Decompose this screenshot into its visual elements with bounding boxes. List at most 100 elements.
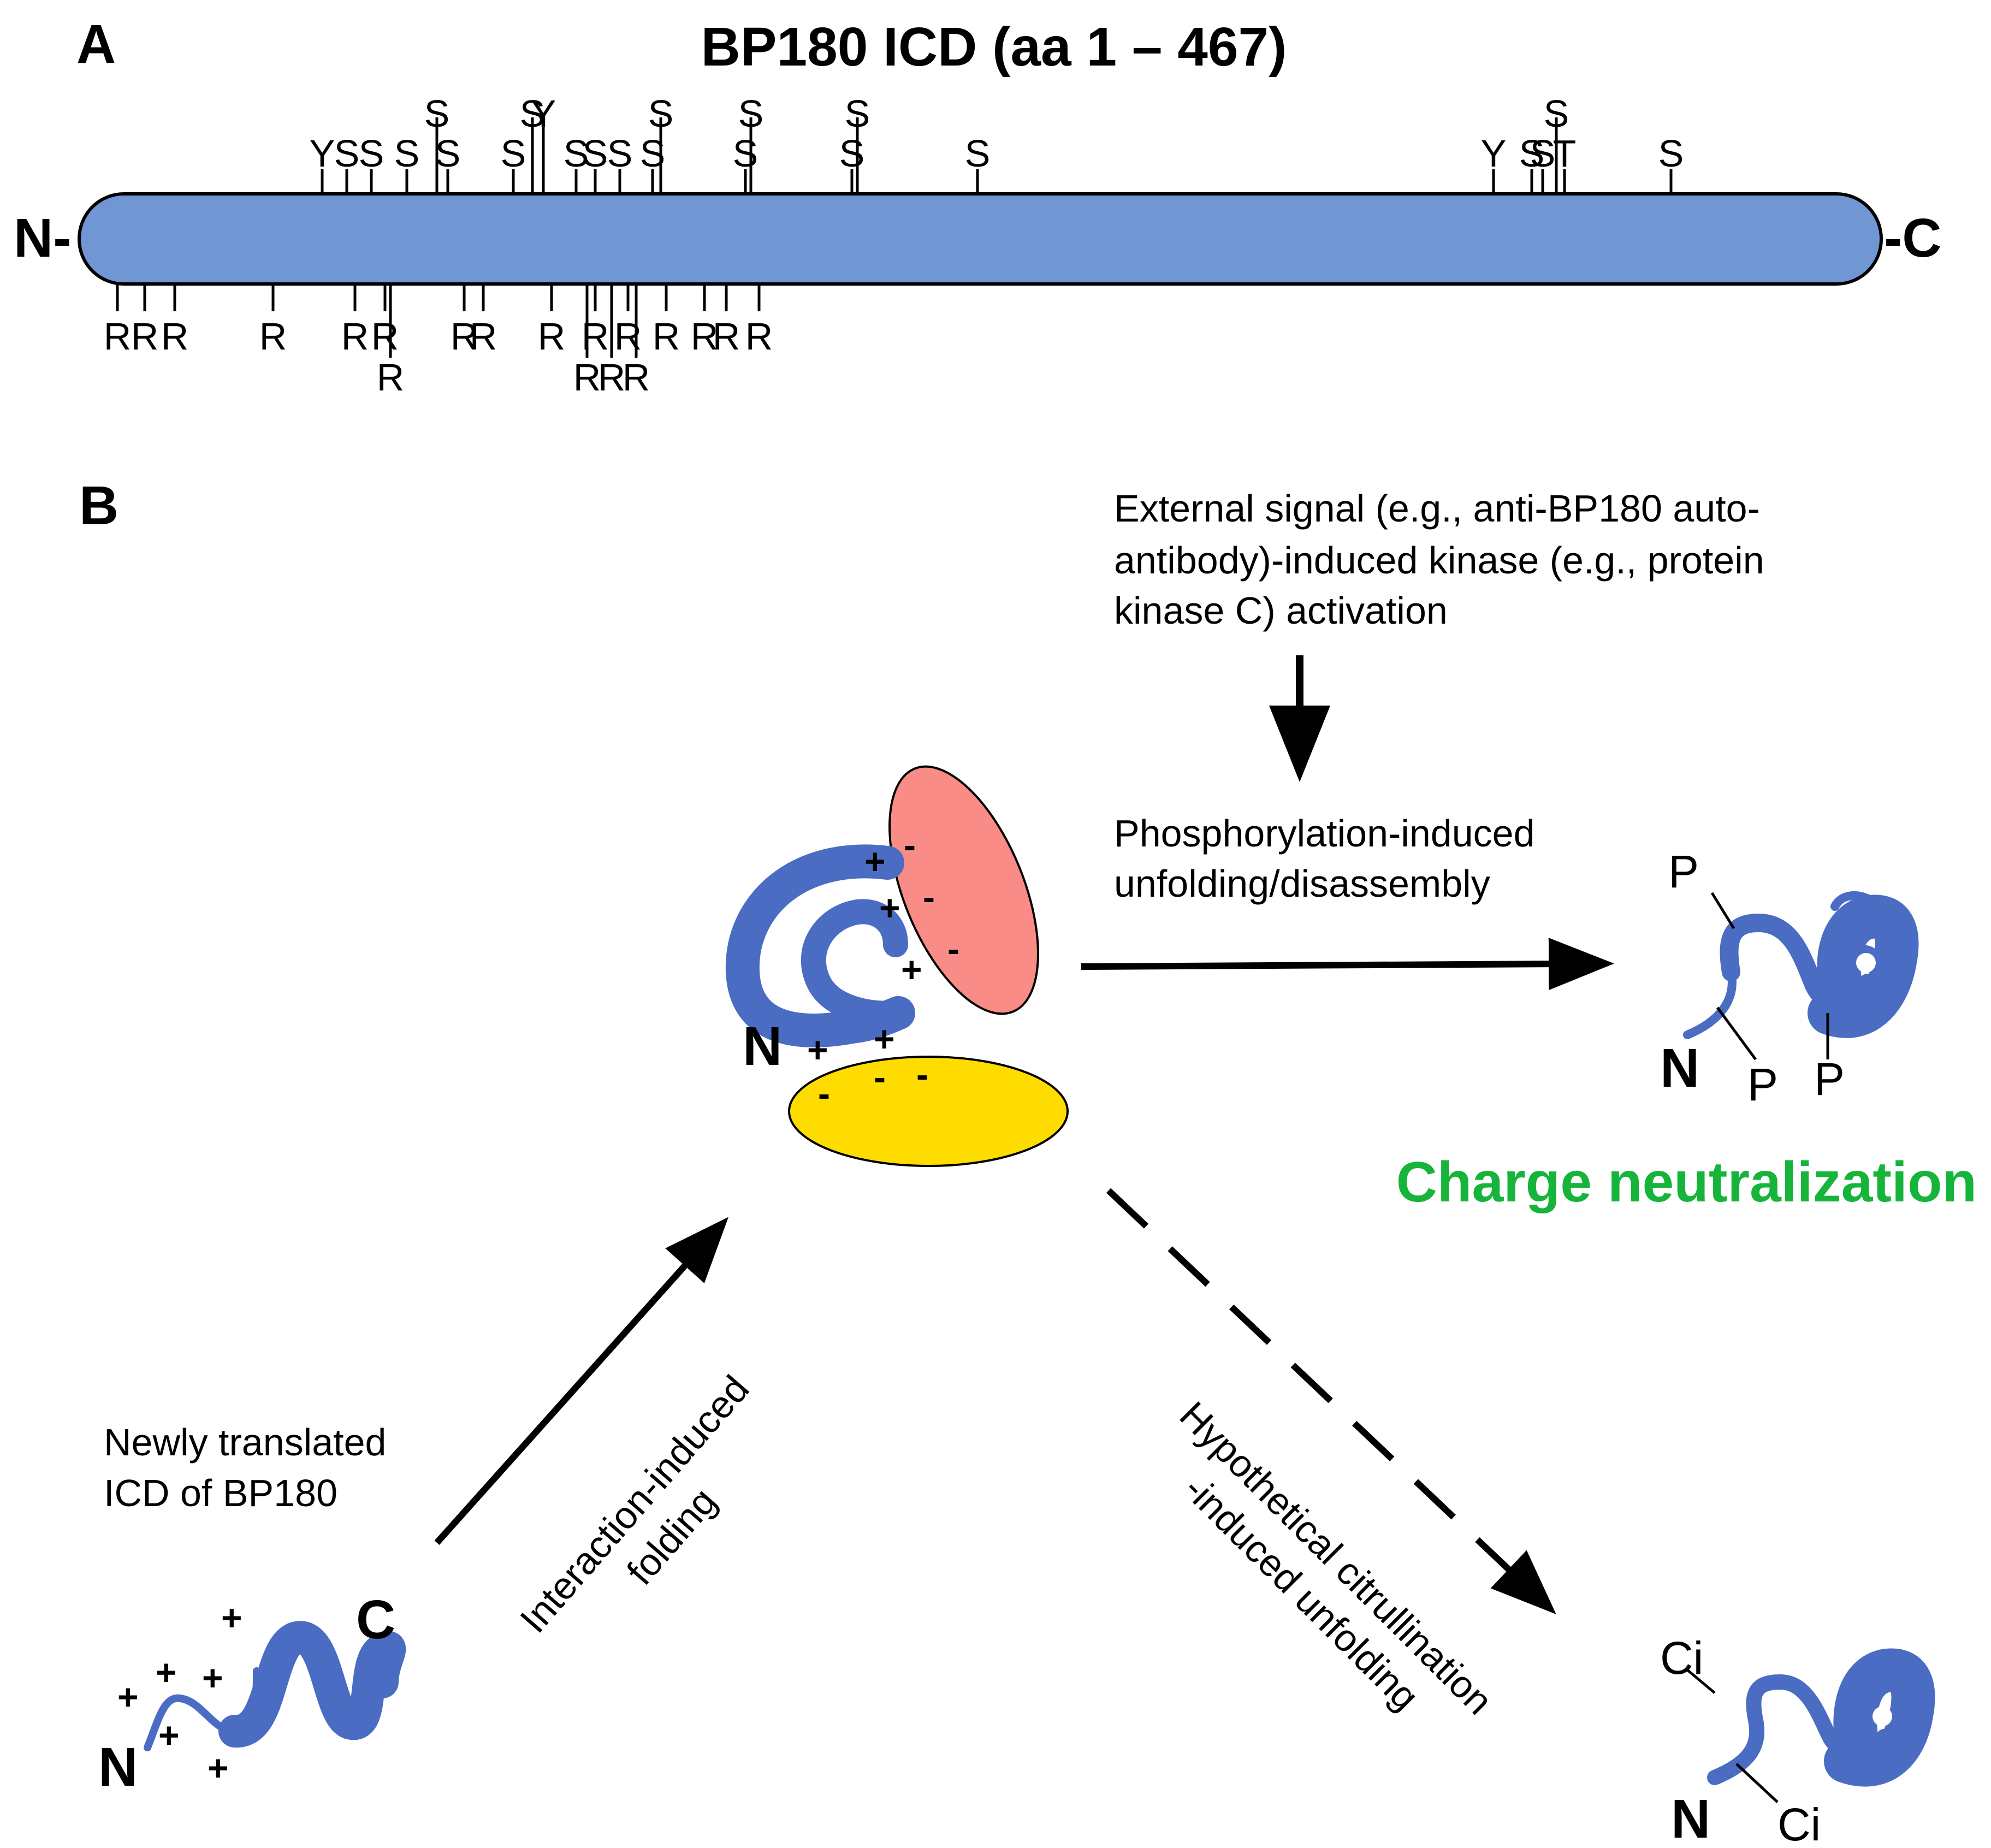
plus-charge: +: [807, 1029, 828, 1070]
plus-charge: +: [221, 1597, 242, 1638]
residue-label: R: [614, 315, 642, 358]
residue-label: S: [501, 132, 526, 175]
minus-charge: -: [916, 1054, 928, 1094]
plus-charge: +: [864, 841, 886, 881]
residue-label: S: [564, 132, 589, 175]
residue-label: S: [1519, 132, 1545, 175]
residue-label: R: [371, 315, 399, 358]
residue-label: R: [691, 315, 719, 358]
residue-label: S: [394, 132, 420, 175]
phosphorylation-line-2: unfolding/disassembly: [1114, 862, 1490, 905]
residue-label: S: [334, 132, 360, 175]
phosphorylation-line-1: Phosphorylation-induced: [1114, 812, 1535, 855]
c-terminus-label: -C: [1884, 208, 1942, 269]
external-signal-line-2: antibody)-induced kinase (e.g., protein: [1114, 539, 1764, 582]
charge-neutralization-label: Charge neutralization: [1396, 1151, 1977, 1214]
residue-label: T: [1553, 132, 1577, 175]
residue-label: R: [341, 315, 369, 358]
residue-label: R: [259, 315, 287, 358]
newly-c-terminus: C: [356, 1589, 395, 1650]
residue-label: S: [583, 132, 608, 175]
residue-label: R: [470, 315, 497, 358]
plus-charge: +: [901, 949, 922, 990]
complex-charges: + + + + + - - - - - -: [807, 825, 959, 1113]
bp180-icd-bar: [78, 192, 1883, 286]
minus-charge: -: [818, 1073, 830, 1113]
external-signal-line-1: External signal (e.g., anti-BP180 auto-: [1114, 487, 1760, 530]
external-signal-line-3: kinase C) activation: [1114, 589, 1448, 632]
plus-charge: +: [158, 1715, 180, 1755]
plus-charge: +: [879, 887, 900, 928]
residue-label: R: [377, 356, 405, 399]
newly-n-terminus: N: [98, 1737, 138, 1798]
residue-label: R: [713, 315, 740, 358]
plus-charge: +: [117, 1677, 139, 1717]
residue-label: R: [161, 315, 189, 358]
residue-label: R: [598, 356, 626, 399]
folded-n-terminus: N: [743, 1016, 782, 1077]
residue-label: S: [1658, 132, 1684, 175]
residue-label: R: [451, 315, 478, 358]
residue-label: R: [653, 315, 680, 358]
folding-arrow: [434, 1217, 729, 1545]
minus-charge: -: [874, 1057, 886, 1097]
residue-label: S: [607, 132, 633, 175]
phosphorylated-icd: [1683, 891, 1919, 1061]
citrullination-label: Hypothetical citrullination -induced unf…: [1172, 1394, 1501, 1723]
residue-label: R: [582, 315, 609, 358]
residue-label: R: [104, 315, 132, 358]
residue-label: R: [623, 356, 650, 399]
phospho-label: P: [1747, 1059, 1778, 1110]
plus-charge: +: [202, 1657, 223, 1698]
plus-charge: +: [208, 1748, 229, 1788]
residue-label: S: [845, 92, 870, 135]
plus-charge: +: [874, 1018, 895, 1059]
minus-charge: -: [904, 825, 916, 865]
residue-label: R: [745, 315, 773, 358]
citrulline-label: Ci: [1777, 1799, 1821, 1848]
citrullination-line-1: Hypothetical citrullination: [1172, 1394, 1501, 1723]
residue-label: S: [1544, 92, 1569, 135]
yellow-partner-protein: [788, 1056, 1069, 1167]
newly-translated-line-1: Newly translated: [104, 1421, 386, 1464]
newly-translated-line-2: ICD of BP180: [104, 1472, 337, 1514]
residue-label: Y: [1481, 132, 1507, 175]
n-terminus-label: N-: [14, 208, 72, 269]
minus-charge: -: [947, 928, 959, 969]
newly-charges: + + + + + +: [117, 1597, 242, 1788]
interaction-folding-line-1: Interaction-induced: [512, 1367, 757, 1641]
residue-label: R: [573, 356, 601, 399]
folded-icd: [725, 844, 915, 1047]
panel-a-title: BP180 ICD (aa 1 – 467): [701, 16, 1287, 78]
residue-label: S: [435, 132, 461, 175]
phospho-label: P: [1668, 846, 1699, 897]
panel-b-label: B: [79, 475, 118, 536]
residue-label: S: [965, 132, 991, 175]
residue-label: Y: [310, 132, 335, 175]
residue-label: R: [538, 315, 566, 358]
citrullinated-n-terminus: N: [1671, 1788, 1710, 1848]
residue-label: S: [733, 132, 759, 175]
residue-label: S: [738, 92, 764, 135]
citrullination-dashed-arrow: [1106, 1188, 1556, 1614]
newly-translated-icd: [144, 1621, 406, 1751]
residue-label: S: [424, 92, 450, 135]
residue-label: S: [1530, 132, 1556, 175]
residue-label: S: [520, 92, 546, 135]
residue-label: Y: [531, 92, 556, 135]
phospho-label: P: [1814, 1053, 1845, 1105]
residue-label: S: [839, 132, 865, 175]
citrullinated-icd: [1686, 1648, 1935, 1803]
minus-charge: -: [923, 876, 935, 917]
phosphorylation-arrow: [1081, 938, 1614, 991]
panel-a-label: A: [76, 14, 116, 75]
residue-label: S: [648, 92, 674, 135]
plus-charge: +: [156, 1652, 177, 1692]
residue-label: S: [359, 132, 384, 175]
residue-label: R: [131, 315, 159, 358]
red-partner-protein: [888, 765, 1039, 1015]
phosphorylated-n-terminus: N: [1660, 1038, 1699, 1099]
